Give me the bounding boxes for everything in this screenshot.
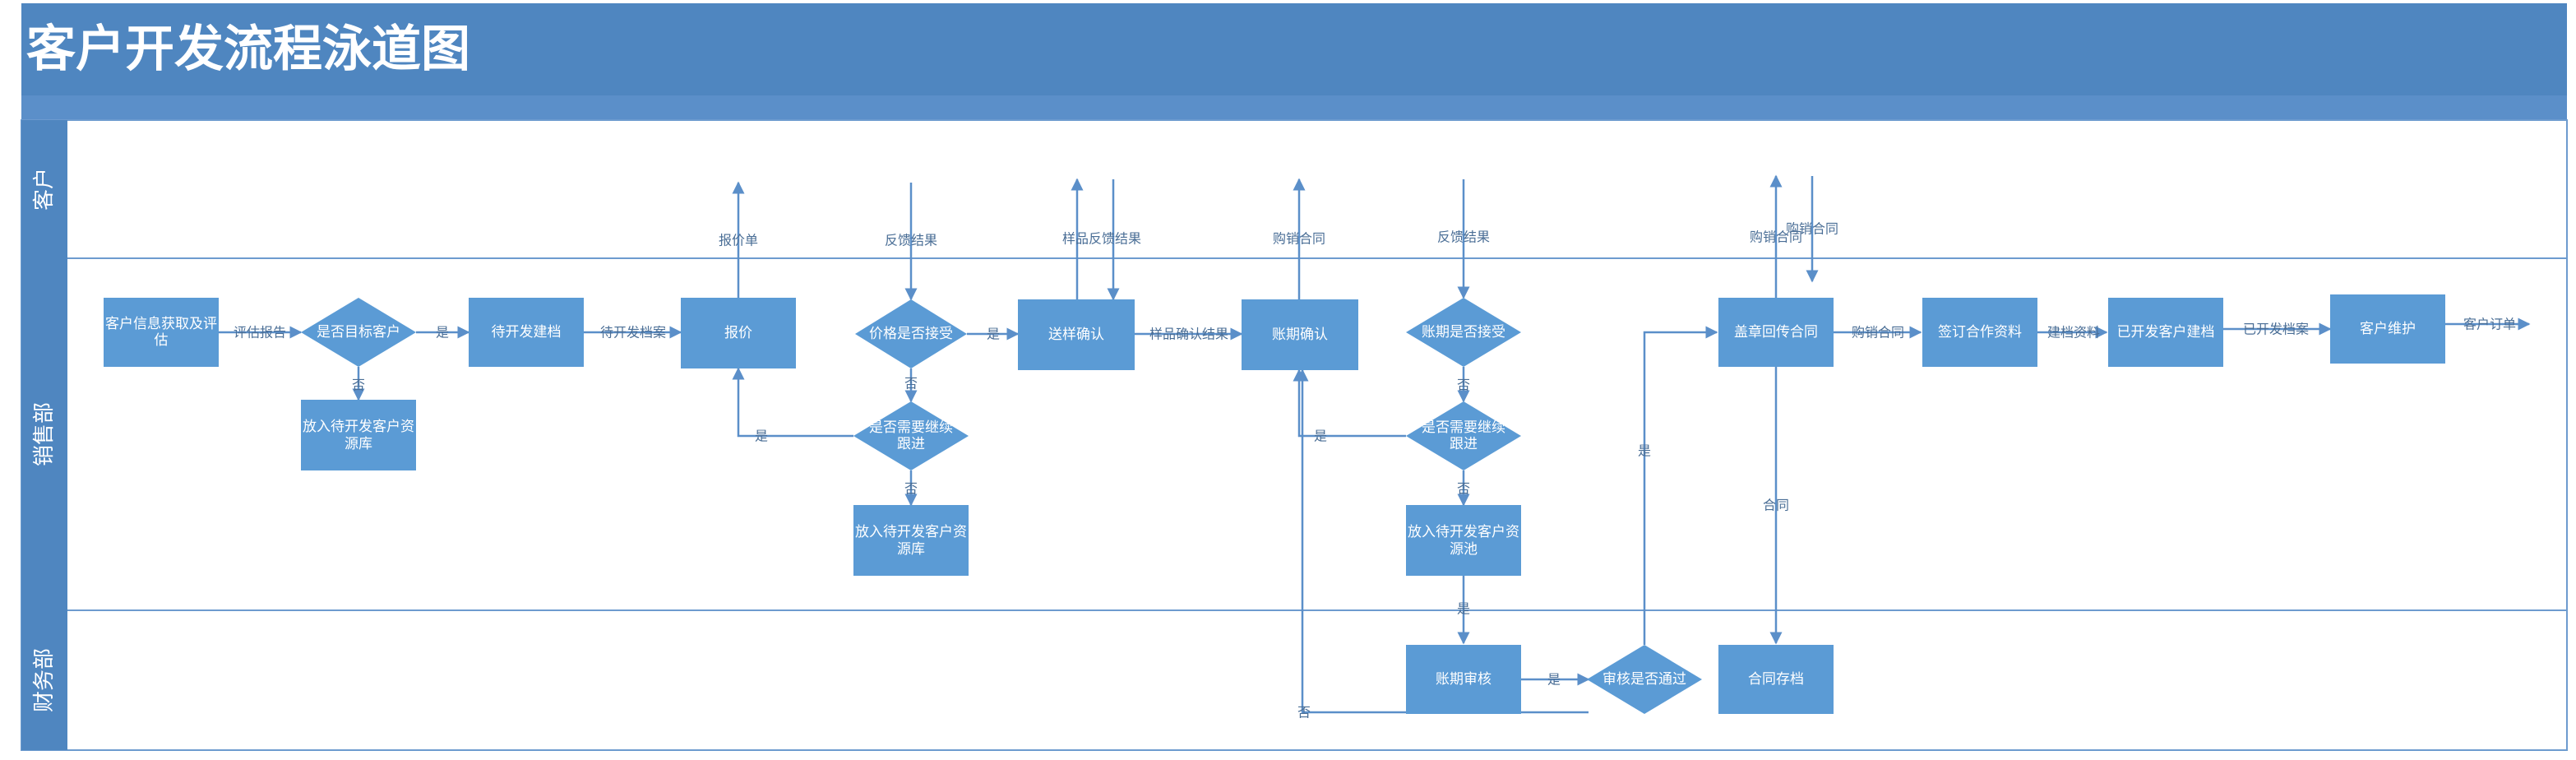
title-underbar — [21, 95, 2567, 120]
node-label: 是否需要继续 — [869, 419, 953, 436]
lane-label-customer: 客户 — [32, 168, 57, 211]
edge-label: 购销合同 — [1273, 231, 1325, 247]
edge-label: 合同 — [1763, 498, 1789, 513]
node-label: 签订合作资料 — [1938, 324, 2022, 341]
edge-label: 否 — [1457, 481, 1470, 497]
node-label: 是否目标客户 — [317, 324, 400, 341]
edge-label: 是 — [1547, 672, 1561, 688]
node-label: 账期审核 — [1436, 671, 1491, 688]
process-box — [469, 298, 584, 367]
node-label: 价格是否接受 — [869, 326, 953, 342]
process-box — [2108, 298, 2223, 367]
edge-label: 客户订单 — [2463, 317, 2516, 332]
process-box — [104, 298, 219, 367]
node-label: 跟进 — [897, 436, 925, 452]
node-label: 源池 — [1450, 541, 1478, 558]
edge-label: 购销合同 — [1852, 325, 1904, 341]
edge-label: 是 — [1638, 443, 1651, 459]
process-box — [1242, 299, 1358, 370]
process-box — [1718, 645, 1834, 714]
node-label: 合同存档 — [1748, 671, 1804, 688]
lane-header-sales — [21, 258, 67, 610]
node-label: 是否需要继续 — [1422, 419, 1505, 436]
process-box — [853, 505, 969, 576]
edge-label: 评估报告 — [234, 325, 286, 341]
lane-label-sales: 销售部 — [32, 402, 57, 466]
edge-label: 否 — [352, 378, 365, 393]
node-label: 客户信息获取及评 — [105, 316, 217, 332]
process-box — [1922, 298, 2037, 367]
edge-label: 建档资料 — [2047, 325, 2100, 341]
node-label: 盖章回传合同 — [1734, 324, 1818, 341]
edge-label: 是 — [755, 429, 768, 444]
edge-label: 是 — [987, 327, 1000, 342]
process-box — [2330, 294, 2445, 364]
node-label: 已开发客户建档 — [2117, 324, 2215, 341]
decision-diamond — [301, 298, 416, 367]
node-label: 源库 — [345, 436, 372, 452]
edge-label: 购销合同 — [1786, 221, 1838, 237]
edge-labels: 评估报告 是 否 待开发档案 报价单 反馈结果 是 否 是 否 样品反馈结果 样… — [234, 221, 2516, 721]
decision-diamond — [855, 299, 967, 368]
process-box — [1718, 298, 1834, 367]
node-label: 客户维护 — [2360, 321, 2416, 337]
decision-diamond — [1587, 645, 1702, 714]
node-label: 账期是否接受 — [1422, 324, 1505, 341]
process-box — [301, 400, 416, 470]
process-box — [681, 298, 796, 368]
process-box — [1406, 505, 1521, 576]
decision-diamond — [1406, 401, 1521, 470]
node-label: 账期确认 — [1272, 327, 1328, 343]
node-label: 放入待开发客户资 — [855, 524, 967, 540]
node-label: 放入待开发客户资 — [1408, 524, 1519, 540]
node-label: 报价 — [724, 325, 752, 341]
edge-label: 样品反馈结果 — [1062, 231, 1141, 247]
edge-label: 报价单 — [719, 233, 758, 248]
edge-label: 否 — [1297, 705, 1311, 721]
edge-n7-n5 — [732, 367, 853, 438]
title-bar — [21, 3, 2567, 95]
edge-label: 购销合同 — [1750, 229, 1802, 245]
edge-n15-n16 — [1643, 326, 1718, 645]
node-label: 审核是否通过 — [1602, 671, 1686, 688]
edge-label: 待开发档案 — [600, 325, 666, 341]
lane-header-finance — [21, 610, 67, 750]
node-label: 估 — [155, 332, 169, 349]
decision-diamond — [853, 401, 969, 470]
page-title: 客户开发流程泳道图 — [26, 21, 470, 78]
process-box — [1018, 299, 1135, 370]
edge-label: 已开发档案 — [2243, 322, 2309, 337]
edge-label: 否 — [1457, 378, 1470, 393]
process-box — [1406, 645, 1521, 714]
lane-label-finance: 财务部 — [32, 648, 57, 712]
node-label: 跟进 — [1450, 436, 1478, 452]
edge-label: 反馈结果 — [885, 233, 937, 248]
edge-label: 否 — [904, 481, 918, 497]
edge-label: 是 — [436, 325, 449, 341]
node-label: 送样确认 — [1048, 327, 1104, 343]
node-label: 放入待开发客户资 — [303, 419, 414, 435]
edge-label: 反馈结果 — [1437, 229, 1490, 245]
lane-header-customer — [21, 120, 67, 258]
decision-diamond — [1406, 298, 1521, 367]
node-label: 待开发建档 — [492, 324, 562, 341]
edge-label: 是 — [1314, 429, 1327, 444]
lane-frame-finance — [21, 609, 2568, 751]
nodes: 客户信息获取及评 估 是否目标客户 放入待开发客户资 源库 待开发建档 报价 价… — [104, 294, 2445, 714]
edge-label: 样品确认结果 — [1149, 327, 1228, 342]
edge-n12-n10 — [1293, 368, 1406, 438]
edge-label: 否 — [904, 376, 918, 392]
edge-label: 是 — [1457, 601, 1470, 617]
node-label: 源库 — [897, 541, 925, 558]
